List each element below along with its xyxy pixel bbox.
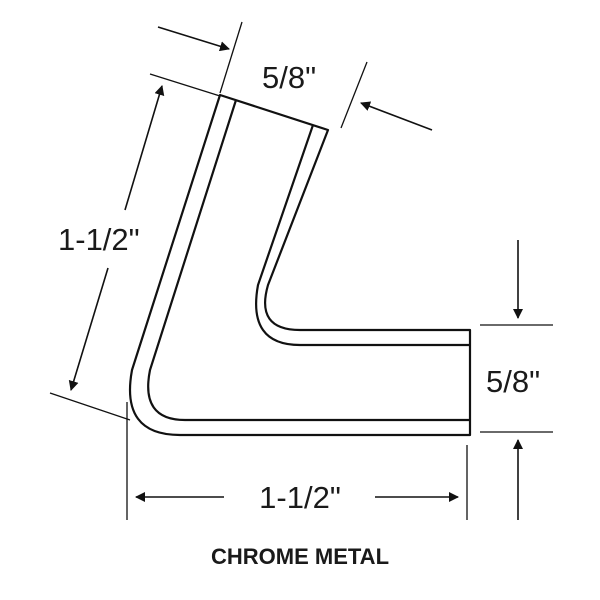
dimension-top-width: 5/8" xyxy=(157,21,433,131)
extension-line-left-top xyxy=(149,73,221,97)
profile-top-edge xyxy=(255,124,470,347)
arrow-left-down xyxy=(68,267,109,391)
dimension-left-length: 1-1/2" xyxy=(49,73,221,421)
dimension-right-height: 5/8" xyxy=(480,240,553,520)
dimension-label-right-height: 5/8" xyxy=(486,364,540,399)
profile-outline xyxy=(128,93,472,437)
arrow-top-left xyxy=(157,26,230,52)
extension-line-left-bottom xyxy=(49,392,131,421)
extension-line-top-right xyxy=(340,61,368,129)
arrow-top-right xyxy=(360,101,433,131)
metal-profile xyxy=(128,93,472,437)
profile-inner-edge xyxy=(147,99,470,422)
dimension-label-top-width: 5/8" xyxy=(262,60,316,95)
caption-material: CHROME METAL xyxy=(211,544,389,569)
arrow-left-up xyxy=(124,85,165,211)
dimension-label-left-length: 1-1/2" xyxy=(58,222,140,257)
dimension-label-bottom-length: 1-1/2" xyxy=(259,480,341,515)
dimension-bottom-length: 1-1/2" xyxy=(126,402,468,520)
extension-line-top-left xyxy=(219,21,243,94)
